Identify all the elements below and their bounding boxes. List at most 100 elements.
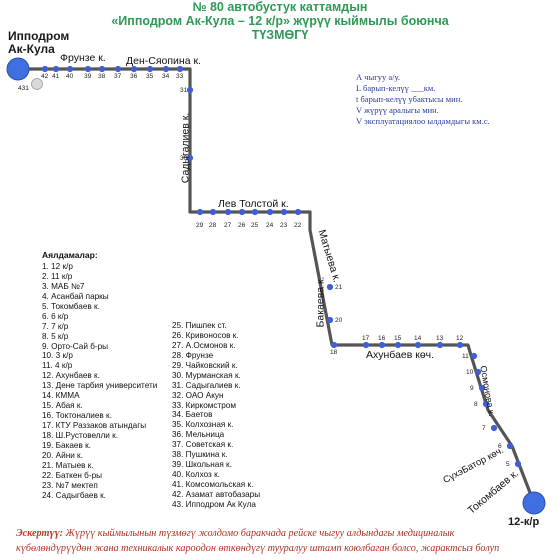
note-label: Эскертүү: [16,528,63,539]
stop-list-col1-item: 4. Асанбай паркы [42,291,109,301]
stop-number-42: 42 [41,73,49,80]
stop-dot-21[interactable] [326,283,334,291]
stop-list-col2-item: 26. Кривоносов к. [172,330,239,340]
stop-list-col2-item: 34. Баетов [172,410,213,420]
stop-dot-39[interactable] [84,65,92,73]
stop-dot-30[interactable] [186,154,194,162]
stop-list-col1-item: 16. Токтоналиев к. [42,411,112,421]
stop-list-col2-item: 27. А.Осмонов к. [172,340,236,350]
stop-dot-11[interactable] [470,352,478,360]
stop-number-6: 6 [498,443,502,450]
stop-number-39: 39 [84,73,92,80]
stop-dot-16[interactable] [378,341,386,349]
street-lev-tolstoy: Лев Толстой к. [218,198,289,210]
stop-list-col1-item: 18. Ш.Рустовелли к. [42,430,119,440]
stop-list-col2-item: 35. Колхозная к. [172,420,234,430]
stop-number-18: 18 [330,349,338,356]
stop-dot-34[interactable] [162,65,170,73]
stop-number-26: 26 [238,222,246,229]
stop-list-col2-item: 41. Комсомольская к. [172,480,254,489]
stop-number-43-1: 431 [18,85,29,92]
stop-number-10: 10 [466,369,474,376]
stop-dot-27[interactable] [224,208,232,216]
stop-list-col2-item: 33. Киркомстром [172,400,236,410]
stop-list-col2-item: 37. Советская к. [172,440,234,450]
stop-dot-36[interactable] [130,65,138,73]
stop-list-col2-item: 39. Школьная к. [172,460,232,470]
stop-list-col1-item: 11. 4 к/р [42,361,73,371]
stop-number-33: 33 [176,73,184,80]
stop-dot-28[interactable] [209,208,217,216]
stop-dot-29[interactable] [196,208,204,216]
stop-dot-8[interactable] [482,400,490,408]
stop-dot-5[interactable] [514,460,522,468]
street-sadygaliev: Садыгалиев к. [179,112,192,184]
street-bakaeva: Бакаева к. [314,276,327,328]
stop-dot-7[interactable] [490,424,498,432]
stop-list-col1-item: 6. 6 к/р [42,311,69,321]
stop-list-col1-item: 3. МАБ №7 [42,281,85,291]
stop-list-col1-item: 5. Токомбаев к. [42,301,100,311]
stop-dot-12[interactable] [456,341,464,349]
stop-dot-35[interactable] [146,65,154,73]
header-line-3: ТҮЗМӨГҮ [251,28,309,42]
note-text-1: Жүрүү кыймылынын түзмөгү жолдомо баракча… [63,528,455,539]
stop-dot-24[interactable] [266,208,274,216]
stop-dot-17[interactable] [362,341,370,349]
stop-number-11: 11 [462,353,469,360]
stop-dot-25[interactable] [251,208,259,216]
stop-number-14: 14 [414,335,422,342]
stop-number-20: 20 [335,317,343,324]
stop-number-28: 28 [209,222,217,229]
stop-number-13: 13 [436,335,444,342]
stop-dot-18[interactable] [330,341,338,349]
stop-dot-6[interactable] [506,442,514,450]
stop-dot-9[interactable] [478,384,486,392]
stop-dot-37[interactable] [114,65,122,73]
stop-list-col1-item: 23. №7 мектеп [42,480,98,490]
header-line-1: № 80 автобустук каттамдын [192,0,368,14]
stop-dot-13[interactable] [436,341,444,349]
stop-dot-15[interactable] [394,341,402,349]
stop-dot-40[interactable] [66,65,74,73]
stops-list-col2: 25. Пишпек ст.26. Кривоносов к.27. А.Осм… [172,321,260,510]
stop-dot-38[interactable] [98,65,106,73]
terminal-end-marker[interactable] [522,491,546,515]
terminal-start-marker[interactable] [6,57,30,81]
stop-number-27: 27 [224,222,232,229]
stop-dot-23[interactable] [280,208,288,216]
terminal-end-label: 12-к/р [508,516,540,528]
stop-list-col1-item: 22. Баткен б-ры [42,470,103,480]
stop-list-col2-item: 43. Ипподром Ак Кула [172,499,256,509]
info-block: А чыгуу а/у. L барып-келүү ___км. t бары… [356,72,490,127]
stop-number-38: 38 [98,73,106,80]
stop-number-21: 21 [335,284,343,291]
stop-list-col1-item: 15. Абая к. [42,401,83,411]
stop-list-col2-item: 25. Пишпек ст. [172,321,227,330]
stop-number-16: 16 [378,335,386,342]
terminal-start-label-1: Ипподром [8,29,70,43]
stop-dot-10[interactable] [474,368,482,376]
stop-list-col2-item: 38. Пушкина к. [172,450,228,460]
note-line-1: Эскертүү: Жүрүү кыймылынын түзмөгү жолдо… [16,527,556,541]
stop-list-col1-item: 21. Матыев к. [42,460,94,470]
stop-number-7: 7 [482,425,486,432]
street-frunze: Фрунзе к. [60,52,106,64]
stop-1-marker[interactable] [31,78,43,90]
street-akhunbaev: Ахунбаев көч. [366,349,435,361]
stop-dot-41[interactable] [52,65,60,73]
stop-dot-14[interactable] [414,341,422,349]
stop-list-col2-item: 32. ОАО Акун [172,390,224,400]
stop-dot-31[interactable] [186,86,194,94]
stop-dot-22[interactable] [294,208,302,216]
stop-number-41: 41 [52,73,60,80]
stop-dot-20[interactable] [326,316,334,324]
stop-list-col1-item: 19. Бакаев к. [42,440,91,450]
stop-number-25: 25 [251,222,259,229]
stop-dot-26[interactable] [238,208,246,216]
stops-title: Аялдамалар: [42,250,98,260]
stop-dot-42[interactable] [41,65,49,73]
stop-list-col1-item: 2. 11 к/р [42,271,73,281]
stop-dot-33[interactable] [176,65,184,73]
